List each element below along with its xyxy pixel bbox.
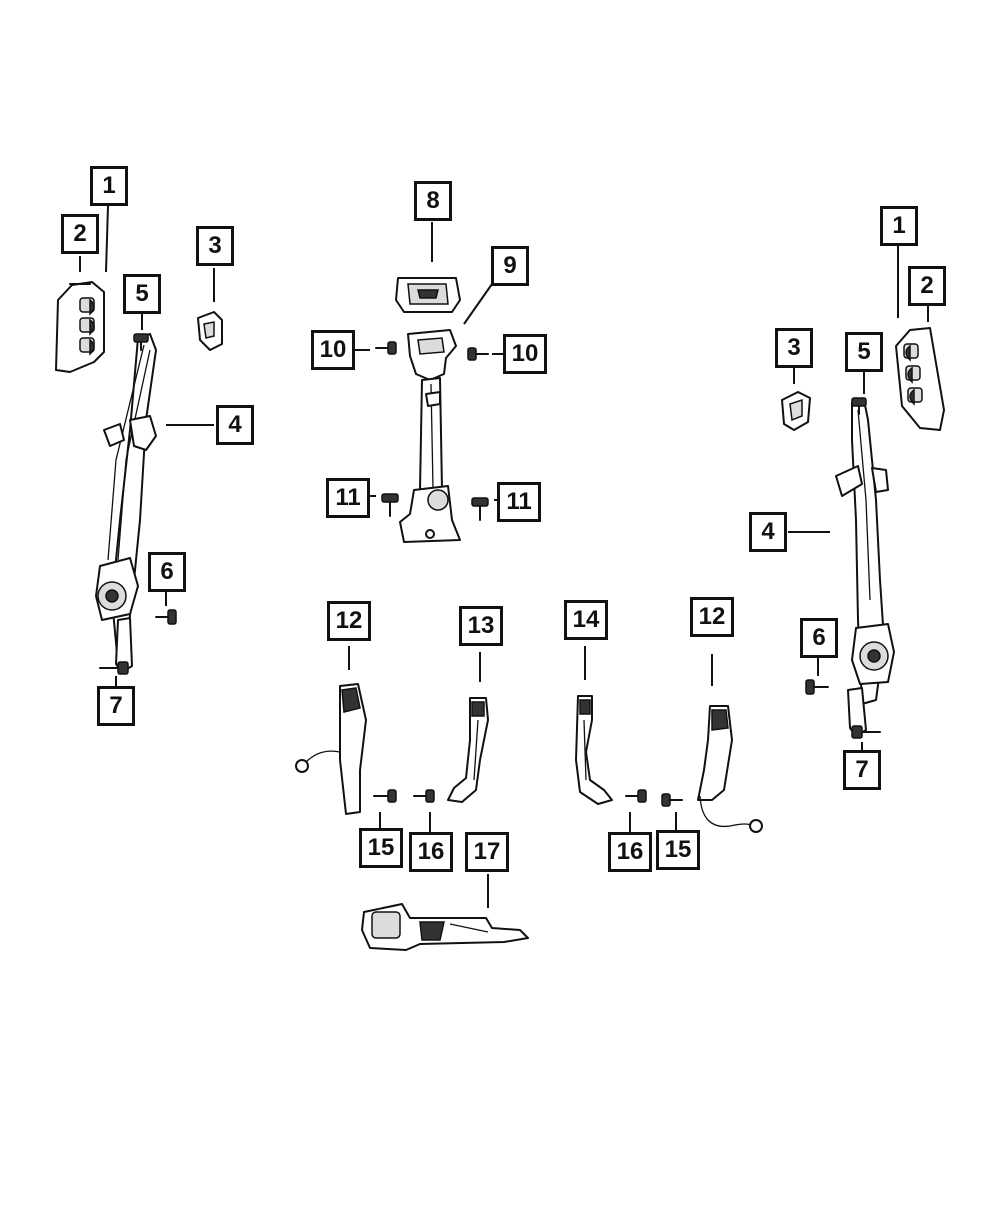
- callout-center-10-left: 10: [311, 330, 355, 370]
- callout-lower-12-right: 12: [690, 597, 734, 637]
- right-anchor-bolt: [851, 725, 881, 739]
- center-bolt-10-left: [375, 341, 397, 355]
- center-bolt-10-right: [467, 347, 489, 361]
- left-retractor-bolt: [155, 609, 177, 625]
- left-height-adjuster: [55, 281, 105, 373]
- callout-center-8: 8: [414, 181, 452, 221]
- callout-lower-15-right: 15: [656, 830, 700, 870]
- callout-lower-14: 14: [564, 600, 608, 640]
- callout-right-1: 1: [880, 206, 918, 246]
- center-bezel: [395, 277, 461, 313]
- callout-right-2: 2: [908, 266, 946, 306]
- callout-right-6: 6: [800, 618, 838, 658]
- right-turning-loop: [781, 391, 811, 431]
- center-bolt-11-right: [471, 497, 489, 521]
- lower-right-buckle-12: [697, 705, 763, 833]
- center-belt-assembly: [399, 329, 461, 543]
- callout-left-3: 3: [196, 226, 234, 266]
- right-shoulder-belt: [835, 399, 895, 737]
- lower-bolt-15-right: [661, 793, 683, 807]
- callout-right-4: 4: [749, 512, 787, 552]
- callout-left-6: 6: [148, 552, 186, 592]
- lower-left-buckle-12: [295, 683, 367, 815]
- callout-lower-15-left: 15: [359, 828, 403, 868]
- callout-left-4: 4: [216, 405, 254, 445]
- leader-center-9: [463, 283, 493, 325]
- callout-center-11-left: 11: [326, 478, 370, 518]
- lower-bolt-16-left: [413, 789, 435, 803]
- left-turning-loop: [197, 311, 223, 351]
- callout-lower-13: 13: [459, 606, 503, 646]
- lower-buckle-13: [447, 697, 489, 803]
- callout-lower-17: 17: [465, 832, 509, 872]
- leader-left-1: [105, 205, 109, 273]
- callout-left-7: 7: [97, 686, 135, 726]
- lower-buckle-17: [361, 903, 529, 951]
- left-shoulder-belt: [95, 333, 157, 673]
- right-height-adjuster: [895, 327, 945, 431]
- callout-left-2: 2: [61, 214, 99, 254]
- callout-lower-16-right: 16: [608, 832, 652, 872]
- right-retractor-bolt: [805, 679, 829, 695]
- lower-buckle-14: [575, 695, 613, 805]
- callout-lower-12-left: 12: [327, 601, 371, 641]
- center-bolt-11-left: [381, 493, 399, 517]
- callout-lower-16-left: 16: [409, 832, 453, 872]
- callout-center-11-right: 11: [497, 482, 541, 522]
- callout-center-9: 9: [491, 246, 529, 286]
- left-upper-bolt: [133, 333, 149, 351]
- callout-right-5: 5: [845, 332, 883, 372]
- callout-right-3: 3: [775, 328, 813, 368]
- callout-right-7: 7: [843, 750, 881, 790]
- right-upper-bolt: [851, 397, 867, 415]
- callout-center-10-right: 10: [503, 334, 547, 374]
- callout-left-5: 5: [123, 274, 161, 314]
- callout-left-1: 1: [90, 166, 128, 206]
- left-anchor-bolt: [99, 661, 129, 675]
- lower-bolt-15-left: [373, 789, 397, 803]
- lower-bolt-16-right: [625, 789, 647, 803]
